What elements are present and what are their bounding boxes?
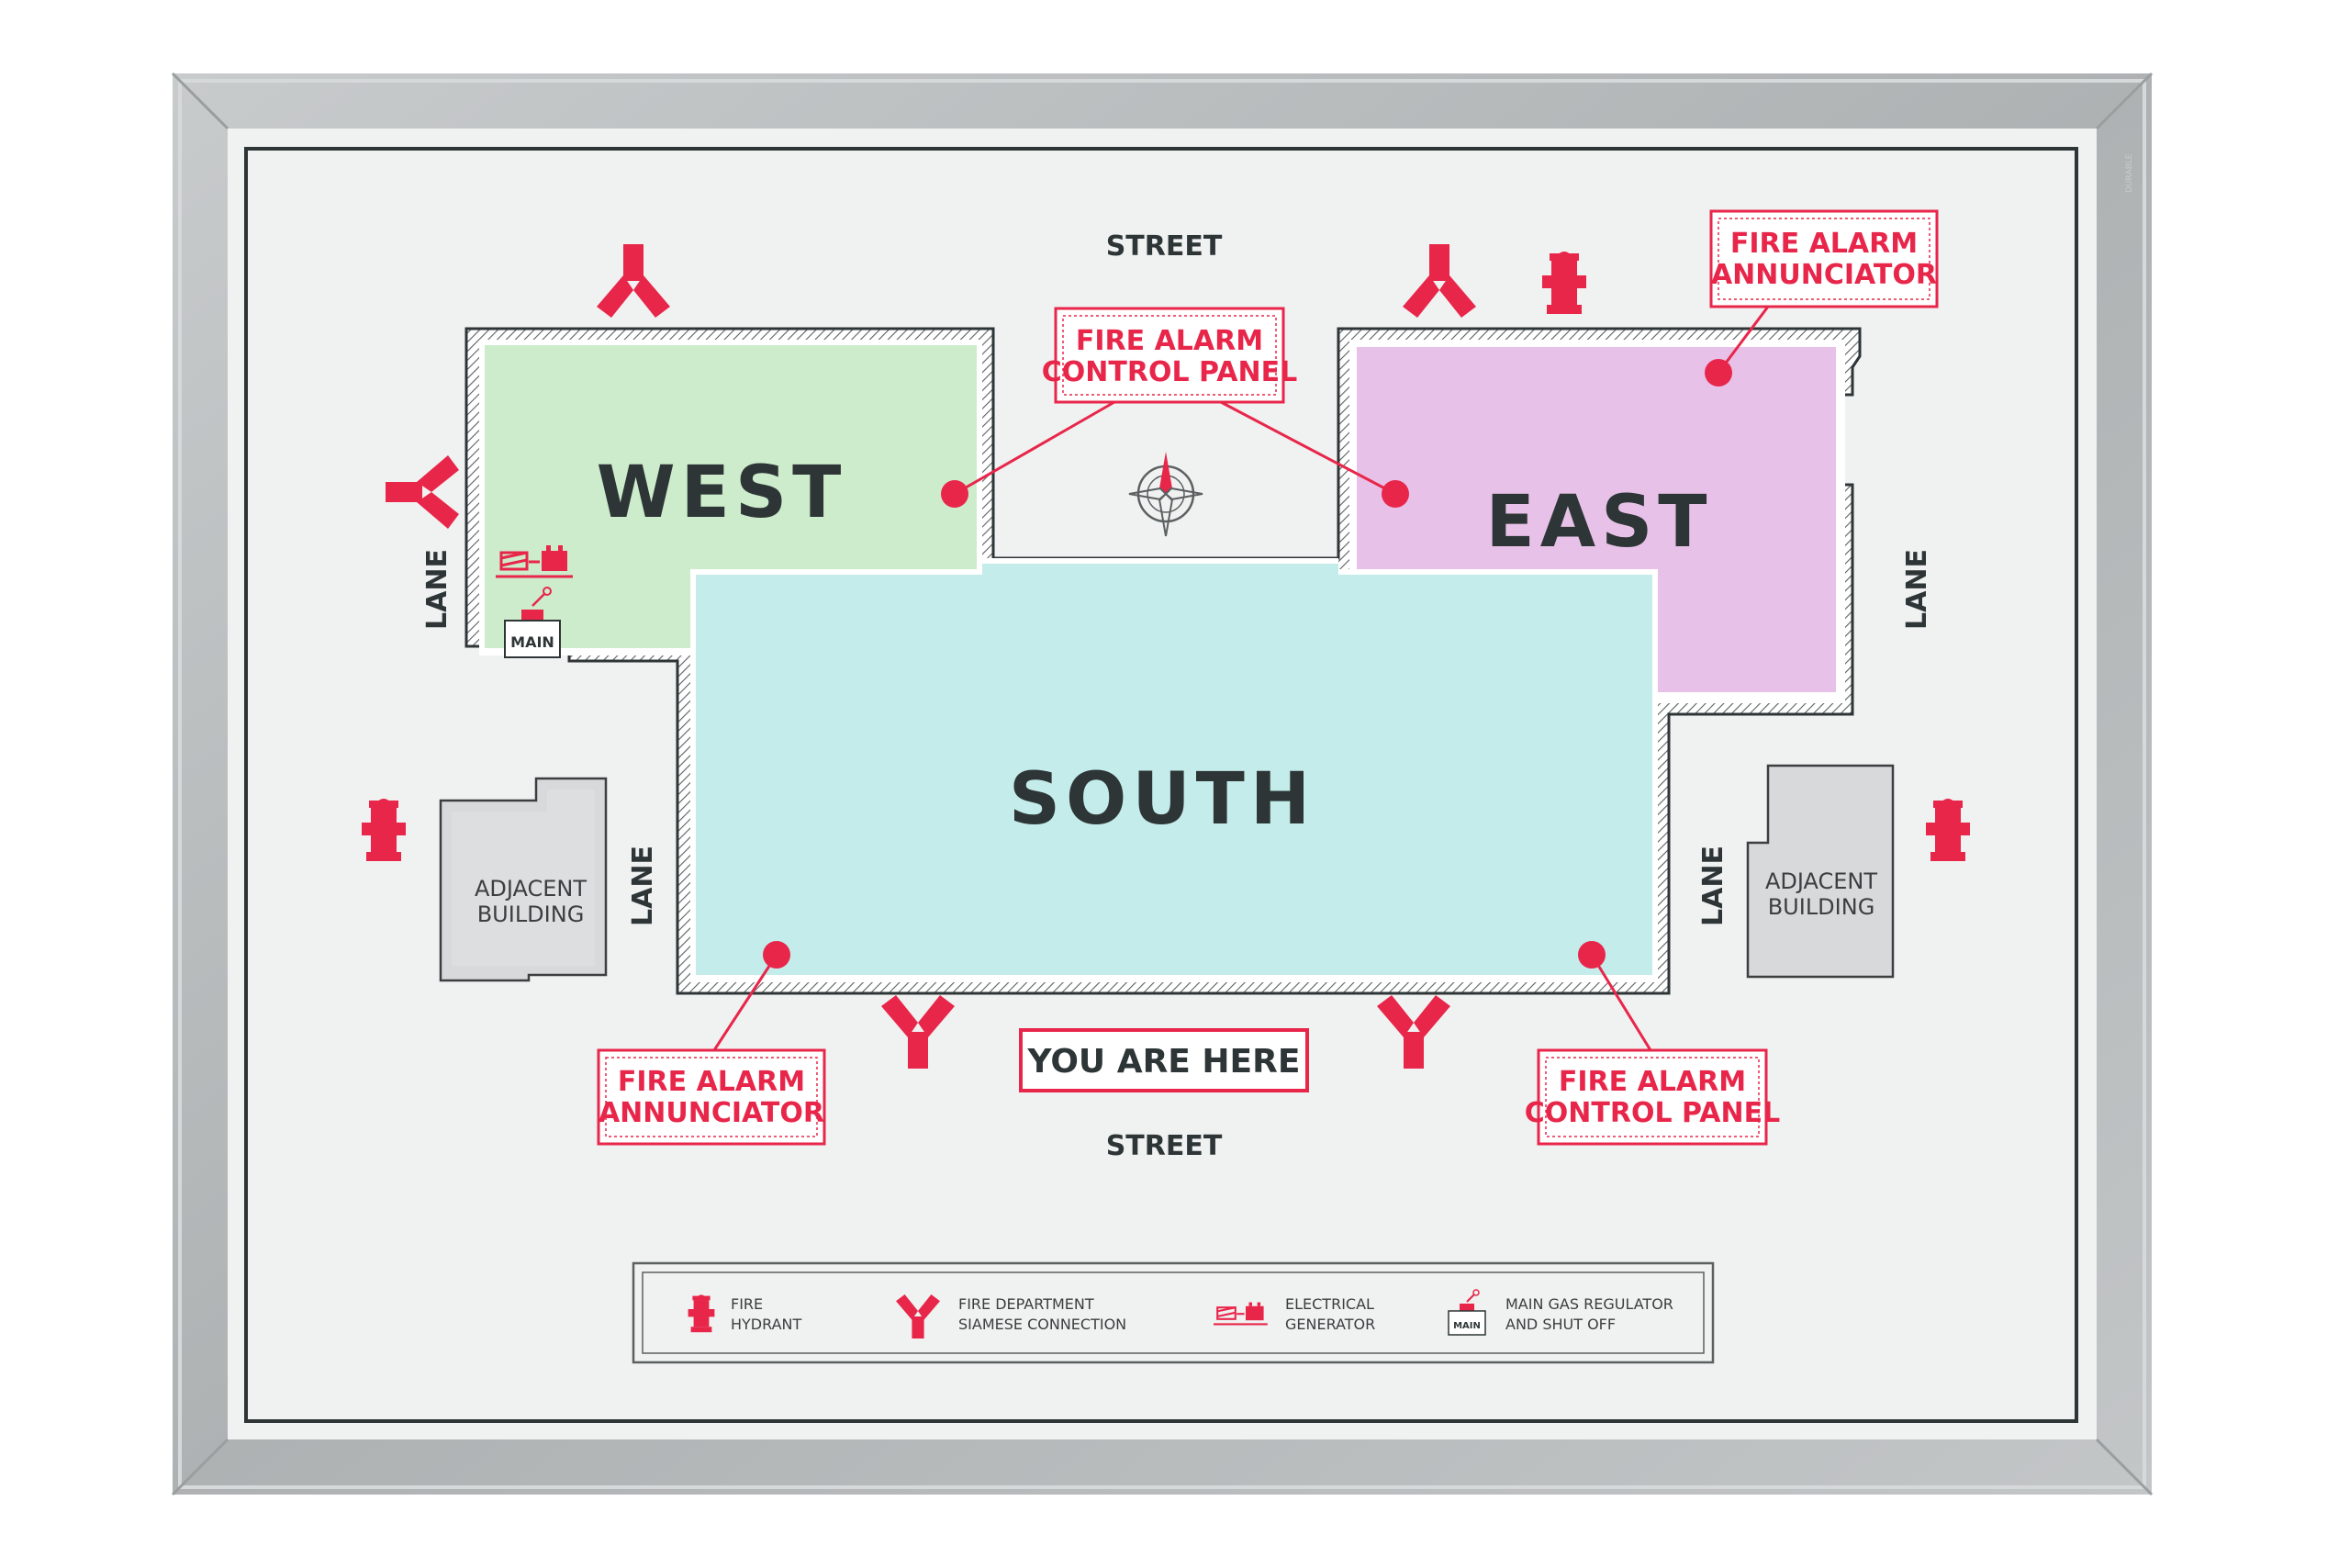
main-gas-regulator-icon: MAIN <box>504 587 561 658</box>
device-marker-control-panel-east <box>1382 480 1409 508</box>
svg-text:ANNUNCIATOR: ANNUNCIATOR <box>1711 259 1937 291</box>
device-marker-control-panel-south <box>1578 941 1606 969</box>
svg-text:FIRE ALARM: FIRE ALARM <box>1559 1066 1746 1098</box>
svg-text:FIRE ALARM: FIRE ALARM <box>1730 228 1918 260</box>
brand-mark: DURABLE <box>2125 153 2134 193</box>
svg-text:FIRE ALARM: FIRE ALARM <box>618 1066 805 1098</box>
you-are-here-marker: YOU ARE HERE <box>1019 1028 1309 1092</box>
device-marker-annunciator-east <box>1705 359 1732 386</box>
svg-text:CONTROL PANEL: CONTROL PANEL <box>1042 356 1297 388</box>
svg-text:YOU ARE HERE: YOU ARE HERE <box>1027 1043 1301 1081</box>
leader-control-panel-east <box>1220 400 1396 496</box>
legend-main-gas-regulator-icon: MAIN <box>1448 1289 1486 1336</box>
svg-text:FIRE ALARM: FIRE ALARM <box>1076 325 1263 357</box>
adjacent-building-left-line1: ADJACENT <box>475 876 587 902</box>
leader-annunciator-south <box>712 954 778 1051</box>
adjacent-building-left <box>439 777 608 982</box>
svg-text:MAIN: MAIN <box>510 633 554 651</box>
callout-control-panel-bottom: FIRE ALARM CONTROL PANEL <box>1525 1048 1780 1146</box>
street-top-label: STREET <box>1106 230 1223 263</box>
adjacent-building-right-line2: BUILDING <box>1768 894 1875 920</box>
zone-south-label: SOUTH <box>1009 758 1315 841</box>
svg-text:MAIN: MAIN <box>1453 1321 1481 1331</box>
legend-generator-line1: ELECTRICAL <box>1285 1295 1374 1313</box>
street-bottom-label: STREET <box>1106 1130 1223 1162</box>
adjacent-building-left-line2: BUILDING <box>477 902 585 927</box>
legend-gas-line2: AND SHUT OFF <box>1505 1316 1616 1333</box>
legend-fire-hydrant-line2: HYDRANT <box>731 1316 802 1333</box>
legend-siamese-line1: FIRE DEPARTMENT <box>958 1295 1094 1313</box>
lane-far-right-label: LANE <box>1901 549 1933 630</box>
zone-west-label: WEST <box>597 452 847 534</box>
legend-siamese-line2: SIAMESE CONNECTION <box>958 1316 1126 1333</box>
adjacent-building-right-line1: ADJACENT <box>1765 868 1877 894</box>
callout-annunciator-top: FIRE ALARM ANNUNCIATOR <box>1709 209 1939 308</box>
zone-east-label: EAST <box>1485 481 1712 564</box>
svg-text:ANNUNCIATOR: ANNUNCIATOR <box>599 1097 824 1129</box>
svg-text:CONTROL PANEL: CONTROL PANEL <box>1525 1097 1780 1129</box>
lane-right-inner-label: LANE <box>1697 846 1729 926</box>
legend-gas-line1: MAIN GAS REGULATOR <box>1505 1295 1673 1313</box>
lane-far-left-label: LANE <box>421 549 453 630</box>
adjacent-building-right <box>1746 764 1895 979</box>
legend-fire-hydrant-line1: FIRE <box>731 1295 763 1313</box>
callout-annunciator-bottom: FIRE ALARM ANNUNCIATOR <box>597 1048 826 1146</box>
device-marker-annunciator-south <box>763 941 790 969</box>
lane-left-label: LANE <box>627 846 659 926</box>
legend-generator-line2: GENERATOR <box>1285 1316 1375 1333</box>
device-marker-control-panel-west <box>941 480 968 508</box>
callout-control-panel-top: FIRE ALARM CONTROL PANEL <box>1042 307 1297 404</box>
map-border <box>244 147 2078 1423</box>
leader-control-panel-west <box>954 400 1115 496</box>
compass-icon <box>1128 452 1203 537</box>
zone-south <box>696 575 1652 975</box>
leader-control-panel-south <box>1590 954 1652 1051</box>
legend: FIRE HYDRANT FIRE DEPARTMENT SIAMESE CON… <box>632 1261 1715 1364</box>
